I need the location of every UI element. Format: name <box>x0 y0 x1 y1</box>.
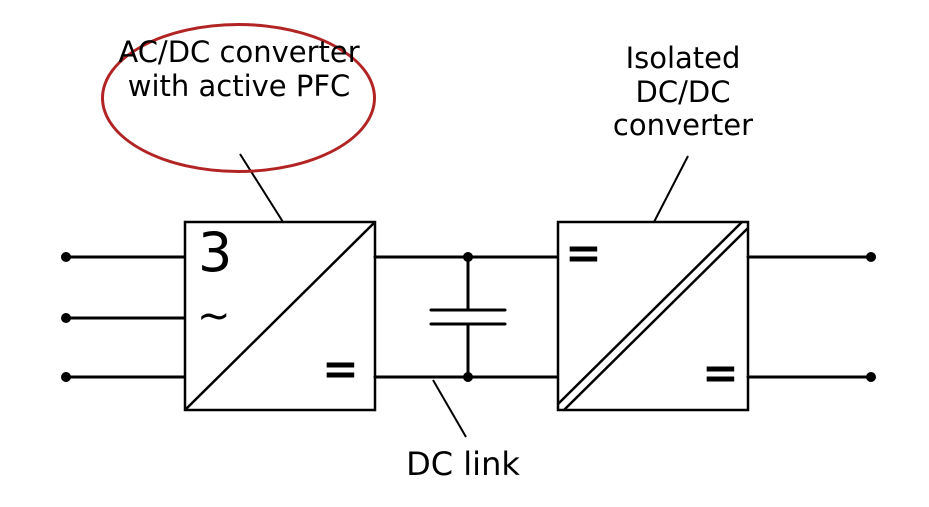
dc-link-leader-line <box>432 379 467 438</box>
dc-output-symbol-dcdc: = <box>702 348 739 399</box>
acdc-converter-label: AC/DC converter with active PFC <box>118 35 360 103</box>
input-terminal-bottom <box>61 372 71 382</box>
output-terminal-bottom <box>866 372 876 382</box>
isolated-leader-line <box>653 155 689 223</box>
dc-link-capacitor-icon <box>429 255 507 379</box>
three-phase-symbol: 3 <box>198 221 233 284</box>
isolation-double-diagonal-icon <box>557 221 749 411</box>
dc-input-symbol-dcdc: = <box>565 228 602 279</box>
isolated-dcdc-block <box>556 220 750 412</box>
acdc-highlight-ellipse <box>101 23 376 173</box>
isolated-converter-label: Isolated DC/DC converter <box>612 41 754 143</box>
output-terminal-top <box>866 252 876 262</box>
input-terminal-top <box>61 252 71 262</box>
ac-tilde-icon: ~ <box>197 293 231 339</box>
dc-output-symbol-acdc: = <box>322 344 359 395</box>
dc-link-label: DC link <box>406 445 520 483</box>
acdc-diagonal <box>184 221 376 411</box>
input-terminal-middle <box>61 313 71 323</box>
